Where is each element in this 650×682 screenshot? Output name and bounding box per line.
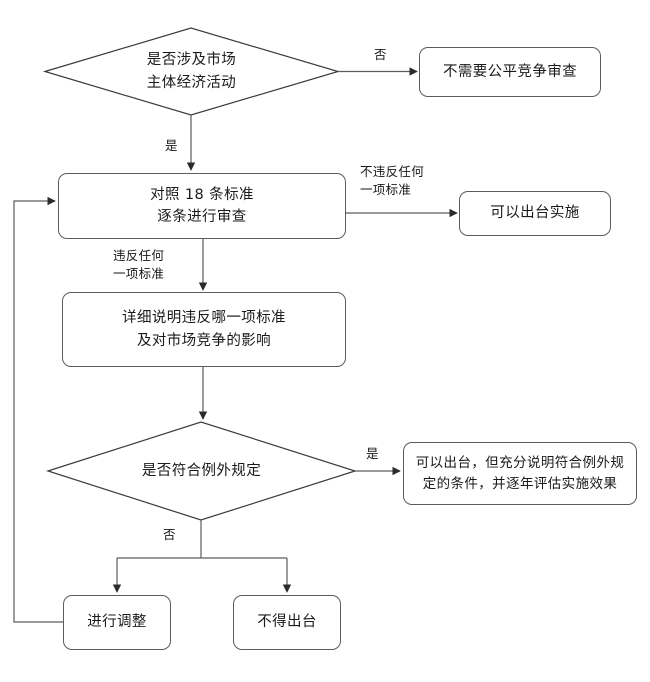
decision-node-exception-rules-label: 是否符合例外规定 bbox=[142, 460, 261, 482]
process-node-adjust-label: 进行调整 bbox=[77, 611, 157, 633]
edge-label-yes-top: 是 bbox=[165, 137, 178, 155]
process-node-18-standards-review[interactable]: 对照 18 条标准 逐条进行审查 bbox=[58, 173, 346, 239]
process-node-can-implement-line1: 可以出台实施 bbox=[490, 205, 580, 222]
process-node-cannot-issue[interactable]: 不得出台 bbox=[233, 595, 341, 650]
edge-label-no-violation-line2: 一项标准 bbox=[360, 182, 412, 198]
edge-label-no-violation-line1: 不违反任何 bbox=[360, 164, 425, 179]
process-node-adjust[interactable]: 进行调整 bbox=[63, 595, 171, 650]
process-node-explain-violation[interactable]: 详细说明违反哪一项标准 及对市场竞争的影响 bbox=[62, 292, 346, 367]
process-node-implement-with-explanation-line1: 可以出台，但充分说明符合例外规 bbox=[415, 454, 625, 471]
edge-label-violation: 违反任何 一项标准 bbox=[113, 247, 164, 283]
edge-label-no-top: 否 bbox=[374, 46, 387, 64]
process-node-cannot-issue-line1: 不得出台 bbox=[257, 614, 317, 631]
process-node-implement-with-explanation[interactable]: 可以出台，但充分说明符合例外规 定的条件，并逐年评估实施效果 bbox=[403, 442, 637, 505]
process-node-can-implement[interactable]: 可以出台实施 bbox=[459, 191, 611, 236]
process-node-18-standards-review-line2: 逐条进行审查 bbox=[157, 209, 247, 225]
process-node-cannot-issue-label: 不得出台 bbox=[247, 611, 327, 633]
decision-node-exception-rules[interactable]: 是否符合例外规定 bbox=[48, 422, 355, 520]
edge-label-yes-exception: 是 bbox=[366, 445, 379, 463]
decision-node-market-activity-label: 是否涉及市场 主体经济活动 bbox=[147, 49, 236, 94]
process-node-implement-with-explanation-label: 可以出台，但充分说明符合例外规 定的条件，并逐年评估实施效果 bbox=[406, 453, 635, 495]
edge-label-violation-line1: 违反任何 bbox=[113, 248, 165, 263]
decision-node-exception-rules-line1: 是否符合例外规定 bbox=[141, 462, 262, 479]
process-node-no-review-needed[interactable]: 不需要公平竞争审查 bbox=[419, 47, 601, 97]
process-node-no-review-needed-label: 不需要公平竞争审查 bbox=[433, 61, 587, 83]
process-node-explain-violation-line2: 及对市场竞争的影响 bbox=[136, 332, 272, 349]
process-node-explain-violation-line1: 详细说明违反哪一项标准 bbox=[122, 310, 286, 327]
decision-node-market-activity-line2: 主体经济活动 bbox=[146, 74, 237, 91]
process-node-18-standards-review-label: 对照 18 条标准 逐条进行审查 bbox=[140, 184, 264, 229]
edge-label-yes-top-text: 是 bbox=[165, 138, 178, 153]
process-node-can-implement-label: 可以出台实施 bbox=[480, 202, 589, 224]
edge-label-violation-line2: 一项标准 bbox=[113, 266, 165, 282]
process-node-18-standards-review-line1: 对照 18 条标准 bbox=[150, 186, 254, 203]
decision-node-market-activity-line1: 是否涉及市场 bbox=[146, 52, 237, 69]
edge-label-no-violation: 不违反任何 一项标准 bbox=[360, 163, 424, 199]
process-node-no-review-needed-line1: 不需要公平竞争审查 bbox=[442, 63, 578, 80]
edge-label-no-top-text: 否 bbox=[374, 47, 387, 62]
process-node-implement-with-explanation-line2: 定的条件，并逐年评估实施效果 bbox=[422, 475, 618, 492]
edge-label-yes-exception-text: 是 bbox=[366, 446, 379, 461]
process-node-explain-violation-label: 详细说明违反哪一项标准 及对市场竞争的影响 bbox=[112, 307, 296, 352]
edge-feedback-p6-to-p2 bbox=[13, 196, 63, 623]
process-node-adjust-line1: 进行调整 bbox=[87, 614, 147, 631]
edge-label-no-exception: 否 bbox=[163, 526, 176, 544]
edge-label-no-exception-text: 否 bbox=[163, 527, 176, 542]
decision-node-market-activity[interactable]: 是否涉及市场 主体经济活动 bbox=[45, 28, 338, 115]
